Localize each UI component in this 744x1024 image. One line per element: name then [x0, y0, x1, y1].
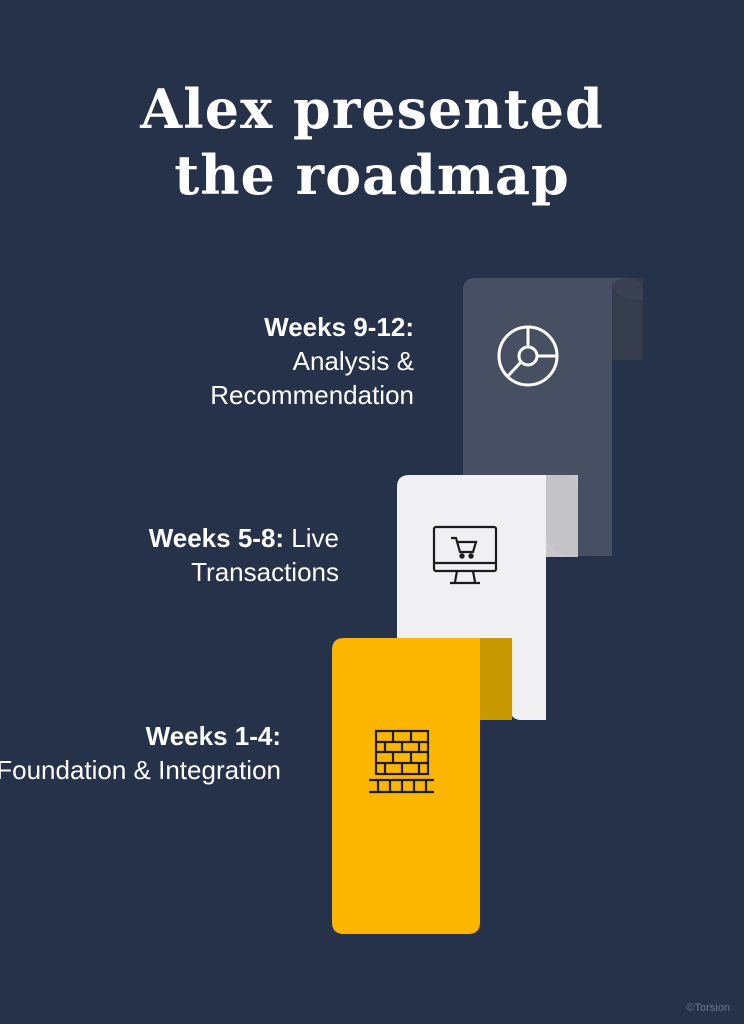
- brick-wall-icon: [369, 729, 434, 794]
- copyright-credit: ©Torsion: [686, 1002, 730, 1014]
- ribbon-weeks-1-4: [332, 638, 512, 934]
- step-weeks-1-4: Weeks 1-4: Foundation & Integration: [0, 719, 281, 787]
- step-week: Weeks 5-8:: [148, 523, 285, 553]
- title-line-1: Alex presented: [140, 77, 604, 142]
- step-label: Foundation & Integration: [0, 755, 281, 785]
- step-week: Weeks 9-12:: [264, 312, 414, 342]
- title-line-2: the roadmap: [174, 143, 570, 208]
- step-weeks-9-12: Weeks 9-12: Analysis & Recommendation: [114, 310, 414, 412]
- monitor-cart-icon: [432, 525, 498, 585]
- step-label: Live Transactions: [191, 523, 339, 587]
- step-weeks-5-8: Weeks 5-8: Live Transactions: [39, 521, 339, 589]
- page-title: Alex presented the roadmap: [0, 76, 744, 208]
- pie-chart-icon: [497, 325, 559, 387]
- step-label: Analysis & Recommendation: [210, 346, 414, 410]
- step-week: Weeks 1-4:: [145, 721, 281, 751]
